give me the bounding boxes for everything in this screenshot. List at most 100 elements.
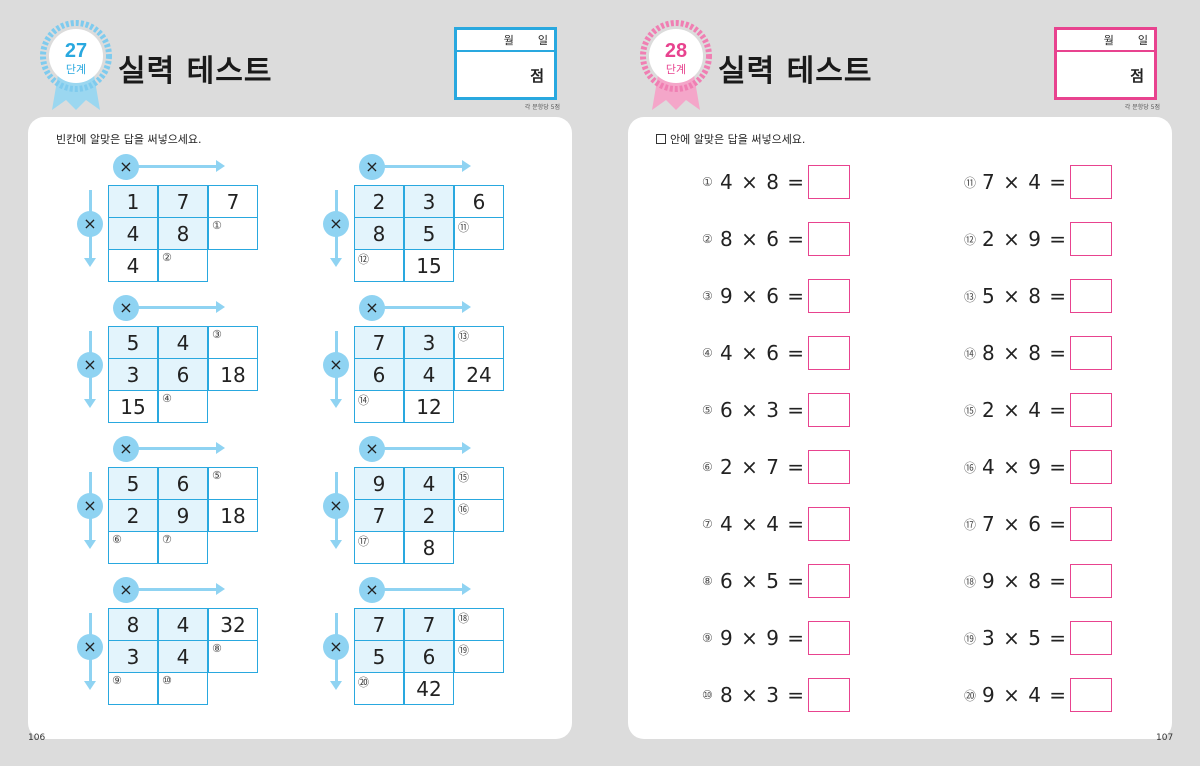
equation-text: 7 × 4 = bbox=[982, 170, 1068, 194]
month-label: 월 bbox=[1103, 34, 1114, 47]
answer-box[interactable] bbox=[808, 222, 850, 256]
answer-box[interactable] bbox=[808, 450, 850, 484]
answer-box[interactable] bbox=[1070, 450, 1112, 484]
score-box[interactable]: 월 일 점 bbox=[1054, 27, 1157, 100]
answer-cell[interactable]: ① bbox=[208, 217, 258, 250]
answer-cell[interactable]: ⑳ bbox=[354, 672, 404, 705]
answer-box[interactable] bbox=[1070, 621, 1112, 655]
answer-box[interactable] bbox=[1070, 336, 1112, 370]
equation-text: 9 × 9 = bbox=[720, 626, 806, 650]
question-number: ⑰ bbox=[964, 517, 977, 532]
answer-box[interactable] bbox=[1070, 165, 1112, 199]
question-number: ⑮ bbox=[458, 471, 469, 484]
number-cell: 3 bbox=[404, 185, 454, 218]
question-number: ⑲ bbox=[458, 644, 469, 657]
answer-box[interactable] bbox=[1070, 507, 1112, 541]
multiply-icon: × bbox=[359, 436, 385, 462]
answer-cell[interactable]: ⑲ bbox=[454, 640, 504, 673]
answer-cell[interactable]: ⑭ bbox=[354, 390, 404, 423]
answer-cell[interactable]: ② bbox=[158, 249, 208, 282]
number-cell: 9 bbox=[354, 467, 404, 500]
answer-cell[interactable]: ⑫ bbox=[354, 249, 404, 282]
answer-cell[interactable]: ⑧ bbox=[208, 640, 258, 673]
right-arrow-icon bbox=[364, 301, 471, 313]
number-cell: 8 bbox=[108, 608, 158, 641]
equation-text: 4 × 8 = bbox=[720, 170, 806, 194]
multiply-icon: × bbox=[113, 436, 139, 462]
right-arrow-icon bbox=[118, 583, 225, 595]
question-number: ⑫ bbox=[358, 253, 369, 266]
answer-cell[interactable]: ⑩ bbox=[158, 672, 208, 705]
answer-cell[interactable]: ⑰ bbox=[354, 531, 404, 564]
answer-cell[interactable]: ⑯ bbox=[454, 499, 504, 532]
multiply-icon: × bbox=[113, 295, 139, 321]
answer-box[interactable] bbox=[808, 336, 850, 370]
answer-box[interactable] bbox=[808, 165, 850, 199]
answer-cell[interactable]: ⑪ bbox=[454, 217, 504, 250]
answer-cell[interactable]: ⑨ bbox=[108, 672, 158, 705]
question-number: ⑦ bbox=[702, 517, 713, 531]
answer-cell[interactable]: ⑥ bbox=[108, 531, 158, 564]
number-cell: 7 bbox=[158, 185, 208, 218]
multiply-icon: × bbox=[77, 352, 103, 378]
day-label: 일 bbox=[1137, 34, 1148, 47]
multiply-icon: × bbox=[323, 493, 349, 519]
answer-cell[interactable]: ⑦ bbox=[158, 531, 208, 564]
equation-text: 2 × 9 = bbox=[982, 227, 1068, 251]
question-number: ⑯ bbox=[458, 503, 469, 516]
equation-text: 8 × 6 = bbox=[720, 227, 806, 251]
score-box[interactable]: 월 일 점 bbox=[454, 27, 557, 100]
question-number: ⑦ bbox=[162, 533, 172, 546]
number-cell: 2 bbox=[404, 499, 454, 532]
number-cell: 4 bbox=[108, 217, 158, 250]
answer-box[interactable] bbox=[808, 393, 850, 427]
number-cell: 7 bbox=[354, 608, 404, 641]
answer-box[interactable] bbox=[808, 507, 850, 541]
equation-text: 6 × 3 = bbox=[720, 398, 806, 422]
day-label: 일 bbox=[537, 34, 548, 47]
number-cell: 5 bbox=[108, 326, 158, 359]
answer-box[interactable] bbox=[1070, 393, 1112, 427]
answer-cell[interactable]: ④ bbox=[158, 390, 208, 423]
number-cell: 1 bbox=[108, 185, 158, 218]
multiply-icon: × bbox=[359, 295, 385, 321]
right-arrow-icon bbox=[118, 160, 225, 172]
answer-cell[interactable]: ⑱ bbox=[454, 608, 504, 641]
answer-box[interactable] bbox=[808, 621, 850, 655]
answer-box[interactable] bbox=[1070, 678, 1112, 712]
answer-cell[interactable]: ⑮ bbox=[454, 467, 504, 500]
answer-box[interactable] bbox=[808, 678, 850, 712]
answer-cell[interactable]: ⑬ bbox=[454, 326, 504, 359]
answer-cell[interactable]: ⑤ bbox=[208, 467, 258, 500]
number-cell: 6 bbox=[158, 467, 208, 500]
question-number: ② bbox=[702, 232, 713, 246]
question-number: ⑱ bbox=[458, 612, 469, 625]
multiply-icon: × bbox=[77, 493, 103, 519]
right-page: 28 단계 실력 테스트 월 일 점 각 문항당 5점 안에 알맞은 답을 써넣… bbox=[600, 0, 1200, 766]
number-cell: 5 bbox=[354, 640, 404, 673]
answer-box[interactable] bbox=[1070, 222, 1112, 256]
answer-box[interactable] bbox=[808, 564, 850, 598]
number-cell: 5 bbox=[404, 217, 454, 250]
answer-box[interactable] bbox=[1070, 279, 1112, 313]
answer-box[interactable] bbox=[1070, 564, 1112, 598]
number-cell: 3 bbox=[108, 640, 158, 673]
number-cell: 4 bbox=[158, 326, 208, 359]
question-number: ⑤ bbox=[702, 403, 713, 417]
equation-row: ② 8 × 6 = bbox=[702, 222, 850, 256]
answer-cell[interactable]: ③ bbox=[208, 326, 258, 359]
answer-box[interactable] bbox=[808, 279, 850, 313]
question-number: ⑱ bbox=[964, 574, 977, 589]
number-cell: 5 bbox=[108, 467, 158, 500]
question-number: ⑯ bbox=[964, 460, 977, 475]
